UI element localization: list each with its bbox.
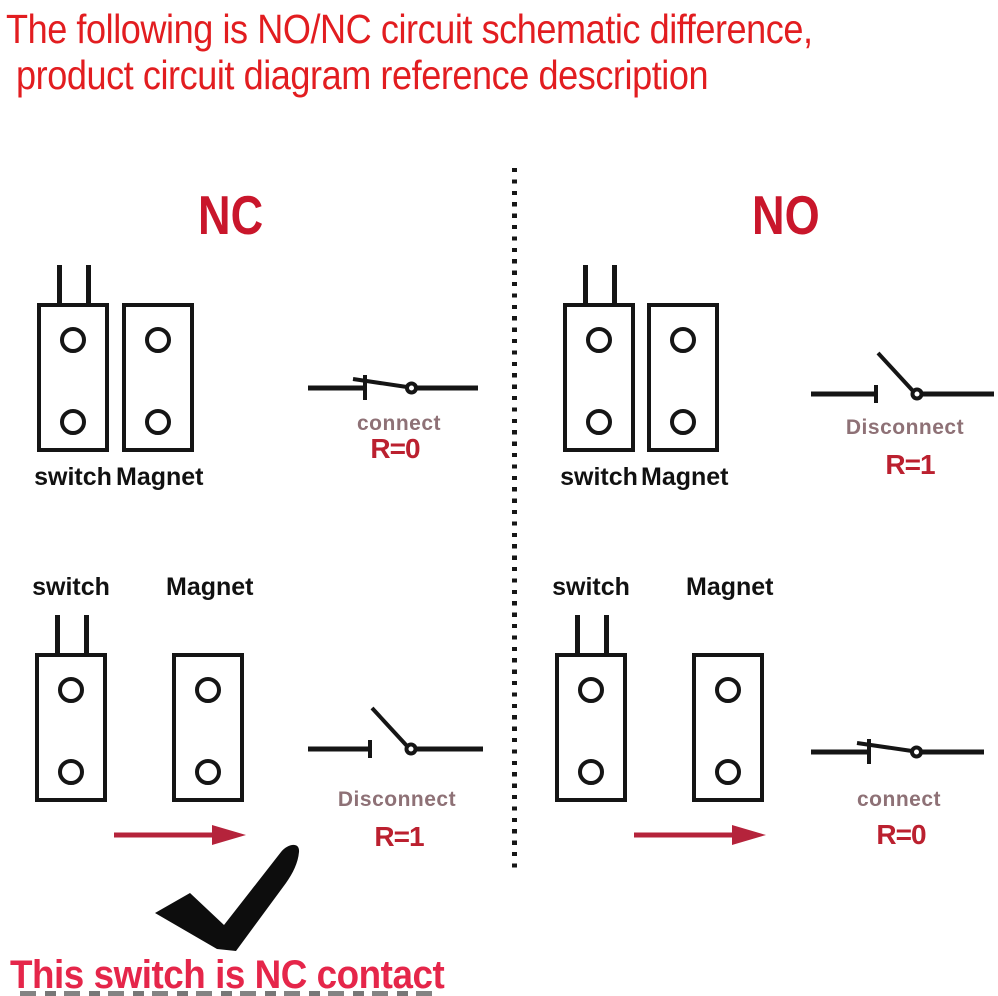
no-top-magnet-label: Magnet (641, 463, 729, 491)
mount-hole-icon (670, 409, 696, 435)
no-bottom-magnet-label: Magnet (686, 573, 774, 601)
nc-top-magnet-body (122, 303, 194, 452)
mount-hole-icon (578, 677, 604, 703)
no-bottom-switch-label: switch (552, 573, 630, 601)
checkmark-icon (155, 844, 300, 951)
no-top-resistance-label: R=1 (885, 449, 935, 480)
mount-hole-icon (586, 409, 612, 435)
no-top-switch-body (563, 265, 635, 452)
no-bottom-magnet-body (692, 653, 764, 802)
switch-pin-icon (575, 615, 580, 653)
switch-pin-icon (84, 615, 89, 653)
nc-bottom-switch-label: switch (32, 573, 110, 601)
closed-switch-symbol (308, 375, 478, 400)
nc-top-magnet-label: Magnet (116, 463, 204, 491)
switch-pin-icon (55, 615, 60, 653)
switch-pin-icon (583, 265, 588, 303)
nc-top-switch-label: switch (34, 463, 112, 491)
mount-hole-icon (60, 327, 86, 353)
switch-pin-icon (604, 615, 609, 653)
right-arrow-icon (634, 825, 766, 845)
nc-panel-title: NC (198, 184, 264, 246)
open-switch-symbol (308, 706, 483, 758)
mount-hole-icon (715, 677, 741, 703)
nc-bottom-magnet-body (172, 653, 244, 802)
mount-hole-icon (195, 759, 221, 785)
open-switch-symbol (811, 351, 994, 403)
nc-bottom-state-label: Disconnect (337, 788, 457, 811)
switch-pin-icon (57, 265, 62, 303)
no-bottom-state-label: connect (856, 788, 941, 811)
mount-hole-icon (145, 409, 171, 435)
nc-bottom-switch-body (35, 615, 107, 802)
nc-bottom-resistance-label: R=1 (374, 821, 424, 852)
nc-top-switch-body (37, 265, 109, 452)
mount-hole-icon (670, 327, 696, 353)
no-panel-title: NO (752, 184, 820, 246)
no-top-state-label: Disconnect (845, 416, 965, 439)
header-line-1: The following is NO/NC circuit schematic… (6, 6, 813, 52)
mount-hole-icon (58, 759, 84, 785)
no-top-magnet-body (647, 303, 719, 452)
cutoff-text-fragment (20, 991, 440, 996)
mount-hole-icon (578, 759, 604, 785)
mount-hole-icon (58, 677, 84, 703)
no-bottom-switch-body (555, 615, 627, 802)
mount-hole-icon (715, 759, 741, 785)
nc-bottom-magnet-label: Magnet (166, 573, 254, 601)
closed-switch-symbol (811, 739, 984, 764)
no-bottom-resistance-label: R=0 (876, 819, 926, 850)
switch-pin-icon (612, 265, 617, 303)
switch-pin-icon (86, 265, 91, 303)
mount-hole-icon (145, 327, 171, 353)
right-arrow-icon (114, 825, 246, 845)
header-line-2: product circuit diagram reference descri… (16, 52, 709, 98)
mount-hole-icon (586, 327, 612, 353)
mount-hole-icon (60, 409, 86, 435)
nc-top-state-label: connect (356, 412, 441, 435)
mount-hole-icon (195, 677, 221, 703)
nc-top-resistance-label: R=0 (370, 433, 420, 464)
no-top-switch-label: switch (560, 463, 638, 491)
dotted-divider (512, 168, 517, 868)
footer-note: This switch is NC contact (10, 953, 445, 996)
